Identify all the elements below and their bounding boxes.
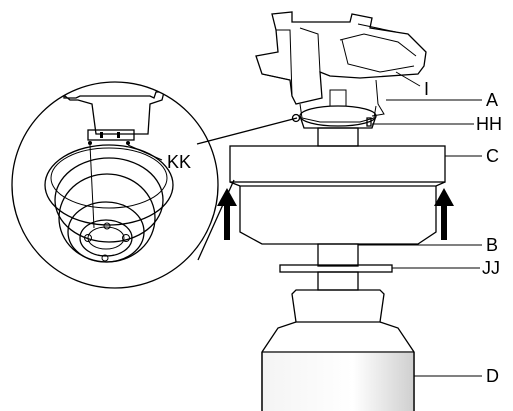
hanger-ball [291, 105, 377, 147]
canopy [229, 145, 446, 245]
arrow-up-icon [217, 188, 237, 240]
label-hh: HH [476, 114, 502, 134]
label-b: B [486, 235, 498, 255]
label-c: C [486, 146, 499, 166]
label-a: A [486, 90, 498, 110]
label-kk: KK [167, 152, 191, 172]
label-i: I [424, 79, 429, 99]
label-d: D [486, 366, 499, 386]
downrod [279, 243, 393, 291]
mounting-bracket [255, 11, 427, 123]
motor-housing [261, 289, 415, 411]
arrow-up-icon [434, 188, 454, 240]
detail-inset [11, 81, 298, 289]
leader-lines [358, 71, 482, 377]
label-jj: JJ [482, 258, 500, 278]
